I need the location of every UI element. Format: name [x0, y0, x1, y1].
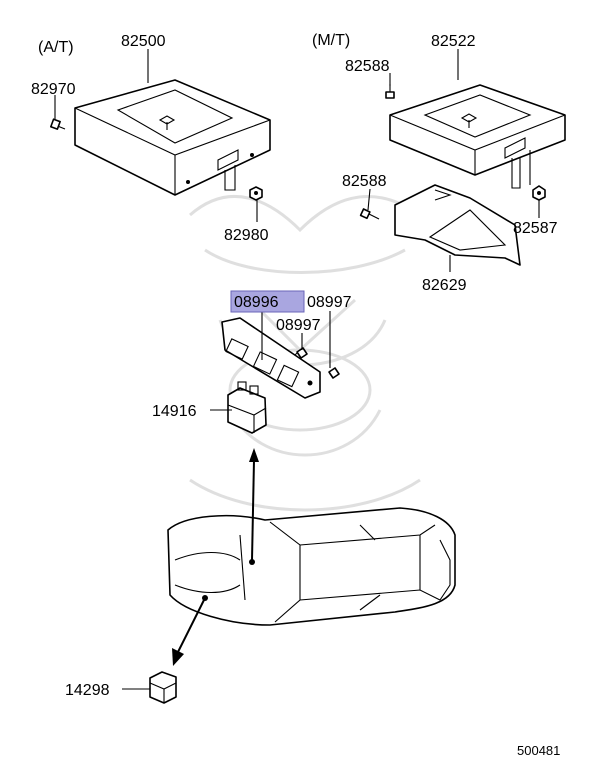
- bolt-82588-mid[interactable]: [359, 208, 380, 220]
- screw-08997-a[interactable]: [294, 347, 308, 359]
- relay-bracket-08996[interactable]: [221, 317, 321, 399]
- ecu-mt-82522[interactable]: [389, 84, 566, 189]
- nut-82587[interactable]: [532, 185, 546, 201]
- label-82500[interactable]: 82500: [121, 33, 166, 50]
- label-mt: (M/T): [312, 32, 350, 49]
- screw-08997-b[interactable]: [328, 367, 340, 379]
- bracket-82629[interactable]: [394, 184, 521, 266]
- leader-lines: [54, 49, 540, 690]
- relay-14916[interactable]: [227, 381, 267, 434]
- label-82587[interactable]: 82587: [513, 220, 558, 237]
- ecu-at-82500[interactable]: [74, 79, 271, 196]
- label-14298[interactable]: 14298: [65, 682, 110, 699]
- bolt-82588-top[interactable]: [385, 84, 395, 99]
- relay-14298[interactable]: [149, 671, 177, 704]
- vehicle-outline: [167, 507, 456, 626]
- label-82522[interactable]: 82522: [431, 33, 476, 50]
- label-14916[interactable]: 14916: [152, 403, 197, 420]
- arrow-to-relay-14916: [249, 448, 259, 565]
- nut-82980[interactable]: [249, 186, 263, 201]
- label-82588-top[interactable]: 82588: [345, 58, 390, 75]
- label-82980[interactable]: 82980: [224, 227, 269, 244]
- bolt-82970[interactable]: [50, 118, 66, 130]
- arrow-to-relay-14298: [172, 595, 208, 666]
- label-82629[interactable]: 82629: [422, 277, 467, 294]
- highlight-08996: [230, 290, 305, 313]
- label-08997-a[interactable]: 08997: [307, 294, 352, 311]
- label-82970[interactable]: 82970: [31, 81, 76, 98]
- diagram-id: 500481: [517, 743, 560, 758]
- label-08996[interactable]: 08996: [234, 294, 279, 311]
- label-82588-mid[interactable]: 82588: [342, 173, 387, 190]
- label-08997-b[interactable]: 08997: [276, 317, 321, 334]
- label-at: (A/T): [38, 39, 74, 56]
